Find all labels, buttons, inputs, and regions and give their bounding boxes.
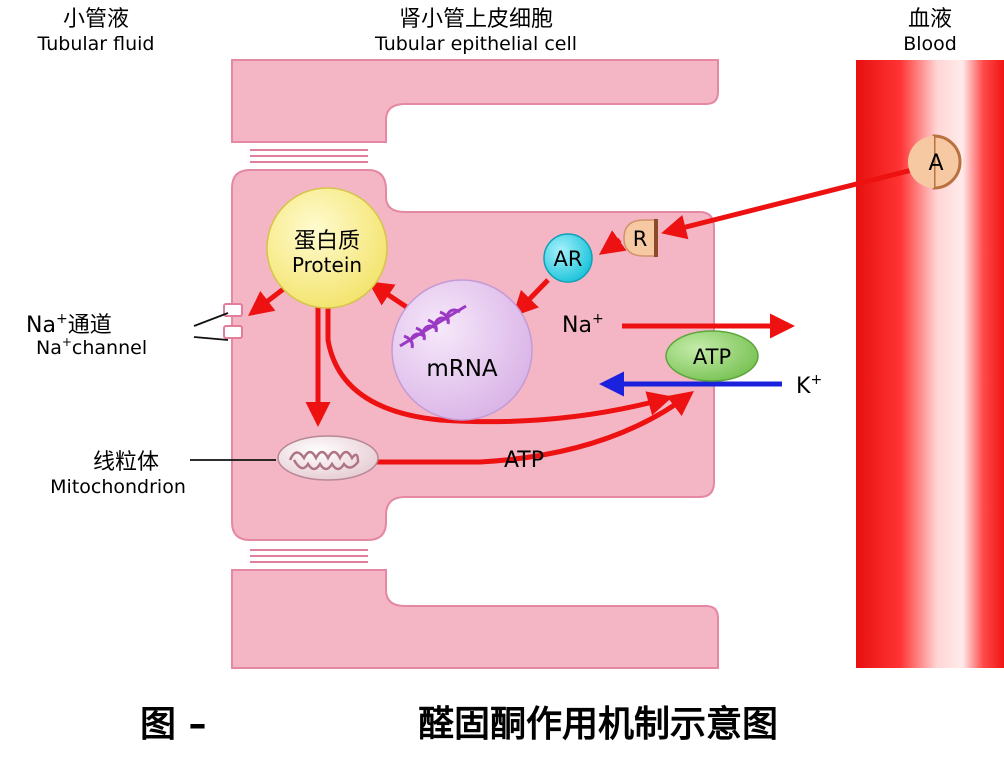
blood-en: Blood bbox=[903, 33, 957, 55]
epithelial-cell-en: Tubular epithelial cell bbox=[374, 33, 577, 55]
arrow-ar-to-mrna bbox=[512, 278, 550, 317]
mitochondrion-node bbox=[277, 435, 379, 481]
mrna-strand-icon bbox=[399, 304, 467, 349]
callout-lines bbox=[190, 312, 276, 461]
arrow-r-to-ar bbox=[598, 230, 627, 255]
na-channel-label-en: Na+channel bbox=[36, 335, 147, 359]
tubular-fluid-en: Tubular fluid bbox=[37, 33, 155, 55]
mitochondrion-cristae-icon bbox=[288, 450, 360, 471]
mrna-node: mRNA bbox=[391, 279, 533, 421]
k-ion-label: K+ bbox=[796, 372, 822, 399]
figure-caption-prefix: 图 – bbox=[140, 704, 207, 745]
mitochondrion-label-zh: 线粒体 bbox=[93, 450, 159, 475]
lower-neighbor-cell bbox=[231, 569, 719, 669]
ar-complex-label: AR bbox=[554, 247, 583, 271]
atp-pump-label: ATP bbox=[693, 345, 731, 369]
mrna-label: mRNA bbox=[426, 356, 498, 382]
protein-label-en: Protein bbox=[292, 253, 362, 277]
arrow-a-to-r bbox=[661, 167, 913, 240]
lower-tight-junction bbox=[250, 549, 368, 563]
figure-caption-title: 醛固酮作用机制示意图 bbox=[418, 704, 778, 745]
receptor-label: R bbox=[633, 227, 648, 251]
tubular-fluid-zh: 小管液 bbox=[63, 7, 129, 32]
atp-pump-node: ATP bbox=[665, 330, 759, 382]
arrow-mitochondrion-to-atp-pump bbox=[376, 390, 694, 465]
protein-node: 蛋白质 Protein bbox=[266, 187, 388, 309]
receptor-node: R bbox=[623, 219, 658, 257]
atp-label: ATP bbox=[504, 448, 544, 473]
epithelial-cell-zh: 肾小管上皮细胞 bbox=[399, 7, 553, 32]
blood-zh: 血液 bbox=[908, 7, 952, 32]
arrow-protein-to-atp-pump bbox=[325, 294, 673, 425]
na-channel-label-zh: Na+通道 bbox=[26, 311, 112, 338]
aldosterone-node: A bbox=[908, 134, 962, 190]
protein-label-zh: 蛋白质 bbox=[294, 229, 360, 254]
ar-complex-node: AR bbox=[543, 233, 593, 283]
aldosterone-label: A bbox=[928, 151, 943, 176]
mitochondrion-label-en: Mitochondrion bbox=[50, 476, 186, 498]
na-ion-label: Na+ bbox=[562, 311, 604, 338]
upper-neighbor-cell bbox=[231, 59, 719, 143]
upper-tight-junction bbox=[250, 149, 368, 163]
na-channel-marker bbox=[223, 303, 243, 339]
